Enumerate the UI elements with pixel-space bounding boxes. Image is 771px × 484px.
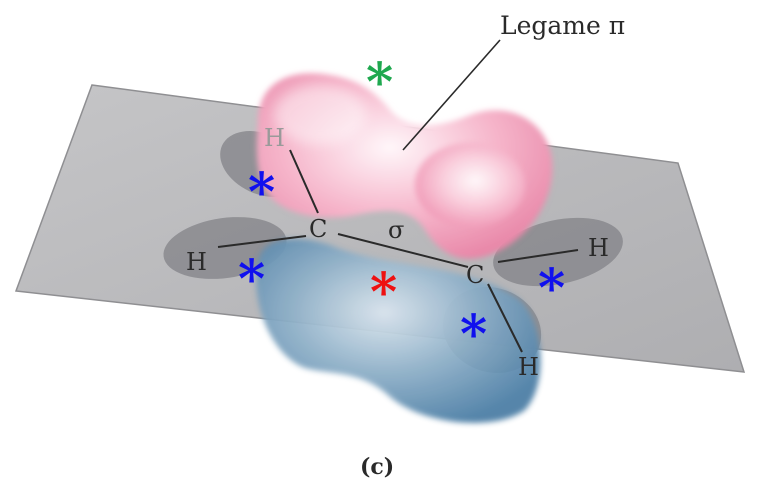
asterisk-marker-blue-left: * [238, 249, 265, 310]
asterisk-marker-green: * [366, 52, 393, 113]
asterisk-marker-blue-lower-right: * [460, 304, 487, 365]
carbon-label-left: C [309, 215, 327, 243]
bond-c-h-top-left [289, 149, 319, 214]
figure-caption: (c) [360, 454, 394, 479]
bonds [217, 149, 579, 353]
pi-bond-label: Legame π [500, 11, 625, 40]
hydrogen-label-top-left: H [264, 124, 285, 152]
lobe-left [163, 217, 287, 279]
hydrogen-label-left: H [186, 248, 207, 276]
asterisk-marker-blue-right: * [538, 258, 565, 319]
hydrogen-label-right: H [588, 234, 609, 262]
pi-lobe-bottom [256, 238, 541, 423]
carbon-label-right: C [466, 261, 484, 289]
hydrogen-label-bottom-right: H [518, 353, 539, 381]
pi-bond-leader-line [402, 39, 501, 151]
bond-c-h-right [497, 249, 579, 263]
pi-lobe-top [256, 73, 553, 259]
bond-c-h-bottom-right [487, 283, 523, 353]
bond-c-c-sigma [337, 233, 469, 268]
bond-c-h-left [217, 235, 307, 248]
asterisk-marker-red: * [370, 262, 397, 323]
asterisk-marker-blue-upper-left: * [248, 162, 275, 223]
sigma-bond-label: σ [388, 216, 404, 244]
